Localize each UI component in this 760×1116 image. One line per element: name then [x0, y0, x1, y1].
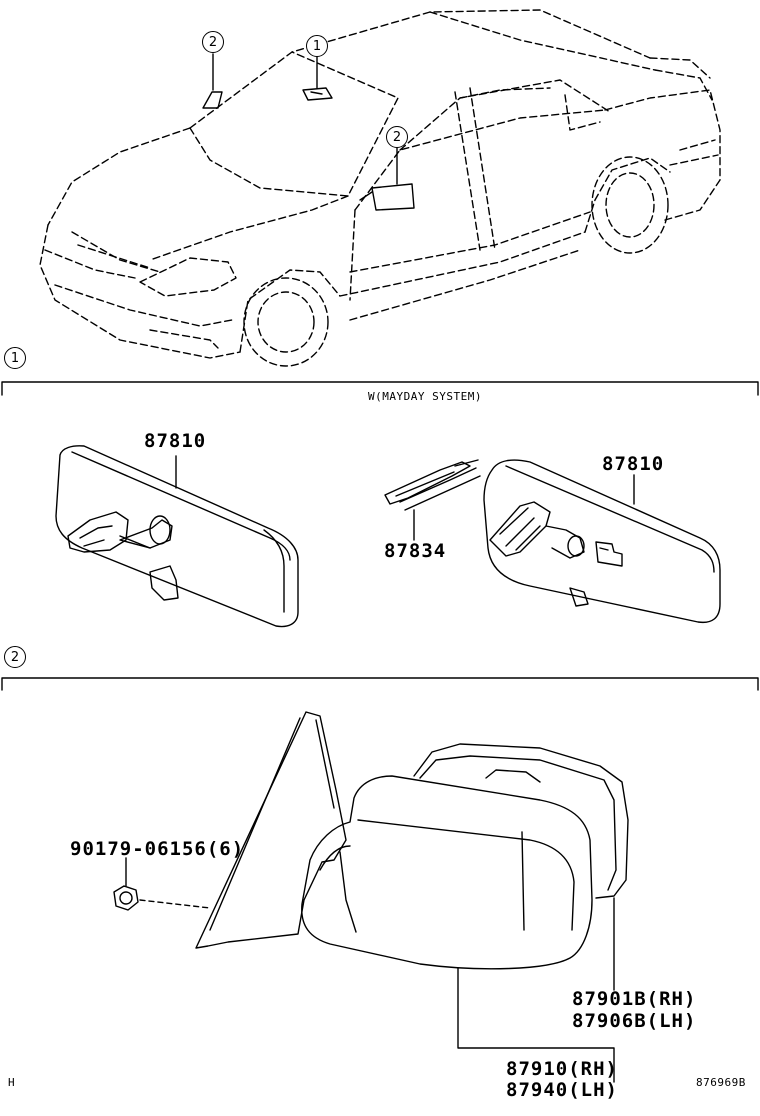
section-marker-2: 2: [4, 646, 26, 668]
callout-2-a: 2: [202, 31, 224, 53]
section-marker-1: 1: [4, 347, 26, 369]
inner-mirror-right-drawing: [483, 459, 721, 624]
outer-mirror-leaders: [457, 897, 615, 1083]
car-mirror-markers: [202, 87, 415, 211]
screw-drawing: [113, 885, 139, 911]
part-number-screw: 90179-06156(6): [70, 838, 245, 860]
part-number-87810-left: 87810: [144, 430, 207, 452]
inner-mirror-left-drawing: [55, 445, 299, 628]
part-number-87940: 87940(LH): [506, 1079, 618, 1101]
car-illustration: [39, 9, 721, 367]
part-number-87901b: 87901B(RH): [572, 988, 697, 1010]
clip-drawing: [384, 459, 481, 511]
part-number-87810-right: 87810: [602, 453, 665, 475]
section-dividers: [1, 381, 759, 691]
footer-left-mark: H: [8, 1076, 16, 1089]
callout-2-b: 2: [386, 126, 408, 148]
outer-mirror-drawing: [195, 711, 629, 970]
part-number-87906b: 87906B(LH): [572, 1010, 697, 1032]
leader-screw-dashed: [139, 899, 211, 909]
callout-1: 1: [306, 35, 328, 57]
condition-label: W(MAYDAY SYSTEM): [368, 390, 482, 403]
part-number-87834: 87834: [384, 540, 447, 562]
part-number-87910: 87910(RH): [506, 1058, 618, 1080]
figure-id: 876969B: [696, 1076, 746, 1089]
car-callout-leaders: [212, 53, 398, 185]
